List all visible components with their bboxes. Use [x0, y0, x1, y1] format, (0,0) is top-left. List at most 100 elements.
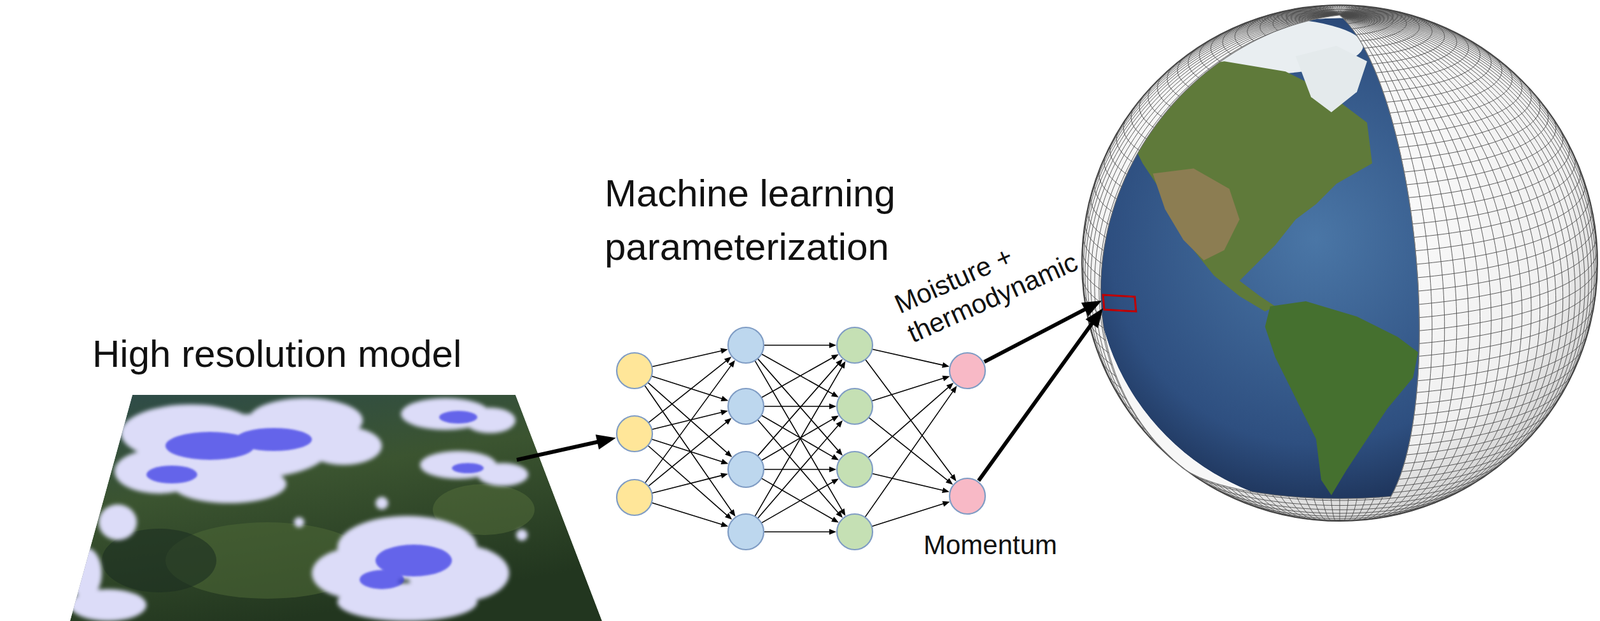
- globe-grid: [1081, 5, 1598, 521]
- arrow-head: [835, 448, 843, 456]
- neuron: [728, 327, 764, 363]
- network-connection: [865, 358, 954, 477]
- network-connection: [761, 356, 835, 398]
- network-connection: [868, 416, 949, 482]
- network-connection: [651, 474, 723, 493]
- neuron: [836, 451, 873, 487]
- network-connection: [761, 477, 835, 520]
- arrow-head: [950, 385, 957, 394]
- network-connection: [647, 382, 729, 454]
- network-connection: [871, 377, 946, 401]
- neuron: [949, 477, 986, 514]
- globe-outline: [1081, 5, 1598, 521]
- high-res-model-image: [70, 394, 603, 621]
- arrow-head: [829, 466, 837, 473]
- arrow-head: [720, 409, 729, 415]
- network-connection: [761, 417, 835, 461]
- network-connection: [651, 411, 723, 430]
- arrow-head: [950, 473, 957, 482]
- arrow-head: [835, 420, 843, 428]
- south-america: [1265, 301, 1419, 496]
- arrow-head: [720, 472, 729, 478]
- neuron: [616, 352, 653, 389]
- arrow-head: [729, 509, 736, 517]
- arrow-head: [831, 353, 839, 360]
- arrow-head: [831, 516, 839, 522]
- neuron: [616, 415, 653, 452]
- arrow-head: [724, 356, 732, 363]
- arrow-head: [595, 434, 617, 449]
- network-connection: [871, 348, 945, 366]
- arrow-head: [835, 510, 843, 518]
- network-connection: [651, 350, 723, 367]
- arrow-head: [728, 359, 736, 368]
- network-connection: [757, 423, 840, 519]
- arrow-head: [831, 415, 839, 422]
- arrow-head: [839, 360, 846, 369]
- network-connection: [763, 468, 832, 470]
- arrow-head: [942, 375, 951, 382]
- neuron: [836, 327, 873, 363]
- network-title: Machine learning parameterization: [604, 166, 936, 274]
- network-connection: [754, 365, 843, 517]
- arrow-head: [941, 362, 950, 368]
- arrow-head: [831, 391, 839, 398]
- arrow-head: [831, 477, 839, 484]
- output-label: Momentum: [923, 528, 1115, 561]
- arrow-head: [829, 528, 837, 535]
- earth: [1094, 17, 1585, 508]
- arrow-head: [946, 382, 954, 390]
- neuron: [728, 451, 764, 487]
- flow-arrows: [516, 300, 1103, 481]
- network-connection: [651, 502, 724, 525]
- output-label: Moisture + thermodynamic: [889, 210, 1096, 349]
- arrow-head: [720, 348, 729, 354]
- arrow-head: [724, 417, 732, 425]
- cloud-core: [146, 410, 484, 589]
- arrow-head: [721, 458, 729, 465]
- neuron: [836, 513, 873, 550]
- neural-network: [616, 327, 986, 550]
- neuron: [949, 352, 986, 389]
- network-connection: [871, 502, 946, 527]
- network-connection: [871, 473, 945, 491]
- output-arrow: [978, 318, 1096, 481]
- input-arrow: [516, 440, 603, 460]
- figure-title: High resolution model: [92, 330, 538, 377]
- globe: [1081, 5, 1598, 521]
- network-connection: [763, 530, 832, 533]
- network-connection: [754, 360, 843, 512]
- arrow-head: [941, 486, 950, 493]
- network-connection: [644, 385, 733, 513]
- network-connection: [868, 385, 950, 457]
- ocean: [1094, 17, 1585, 508]
- neuron: [728, 513, 764, 550]
- dry-region: [1152, 168, 1240, 261]
- arrow-head: [831, 453, 839, 460]
- arrow-head: [945, 477, 953, 485]
- globe-shell: [1081, 5, 1598, 521]
- network-connection: [864, 389, 955, 517]
- network-connection: [763, 344, 832, 346]
- output-arrow: [984, 306, 1091, 362]
- cloud-field: [70, 397, 529, 621]
- arrow-head: [1085, 308, 1103, 328]
- arrow-head: [829, 342, 837, 349]
- neuron: [728, 388, 764, 424]
- arrow-head: [829, 403, 837, 410]
- arrow-head: [721, 521, 729, 527]
- network-connection: [648, 359, 728, 423]
- grid-cell-marker: [1102, 294, 1137, 312]
- arrow-head: [721, 395, 729, 402]
- arrow-head: [724, 512, 732, 520]
- network-connection: [761, 353, 835, 395]
- network-connection: [763, 405, 832, 407]
- neuron: [836, 388, 873, 424]
- land-surface: [70, 394, 603, 621]
- network-connection: [645, 364, 733, 484]
- greenland: [1295, 45, 1368, 113]
- arrow-head: [942, 500, 951, 507]
- arrow-head: [724, 449, 732, 457]
